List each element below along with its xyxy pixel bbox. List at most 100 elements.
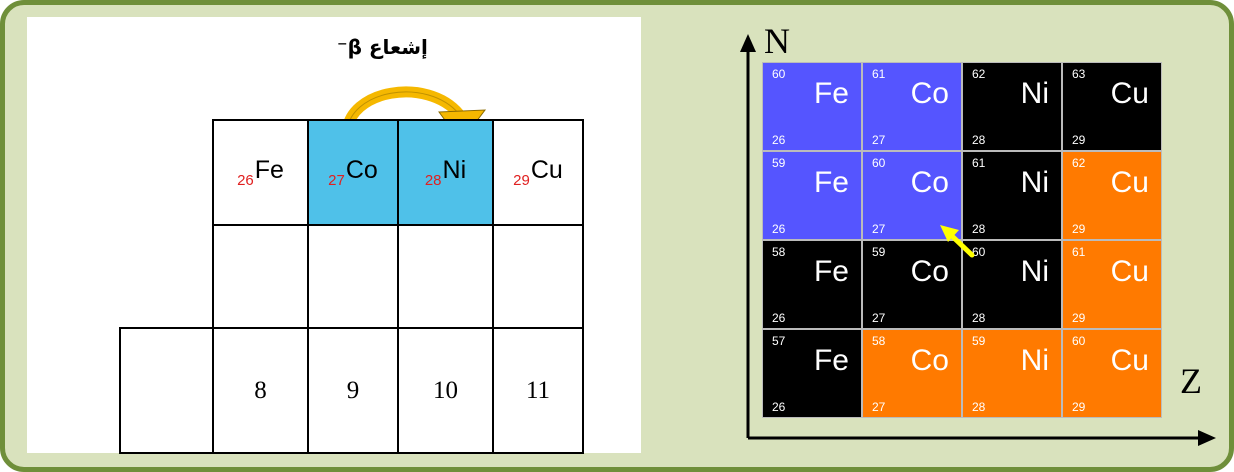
element-symbol: Cu	[1110, 166, 1149, 199]
neutron-number: 8	[254, 376, 267, 404]
element-symbol: Fe	[813, 166, 849, 199]
decay-pointer-arrow-icon	[940, 225, 975, 258]
element-symbol: Fe	[813, 255, 849, 288]
atomic-number: 29	[1072, 133, 1086, 147]
element-symbol: Ni	[1020, 77, 1049, 110]
mass-number: 62	[1072, 156, 1086, 170]
number-cell: 10	[397, 327, 494, 454]
element-cell: 26Fe	[212, 119, 309, 226]
atomic-number: 26	[772, 400, 786, 414]
atomic-number: 29	[513, 172, 530, 189]
element-symbol: Co	[910, 77, 949, 110]
element-symbol: Co	[910, 344, 949, 377]
atomic-number: 26	[237, 172, 254, 189]
mass-number: 62	[972, 67, 986, 81]
mass-number: 63	[1072, 67, 1086, 81]
element-label: 26Fe	[237, 156, 284, 189]
beta-radiation-label: إشعاع β⁻	[337, 35, 428, 59]
number-cell: 8	[212, 327, 309, 454]
neutron-number: 9	[346, 376, 360, 404]
element-symbol: Ni	[1020, 255, 1049, 288]
element-symbol: Cu	[1110, 255, 1149, 288]
element-symbol: Ni	[1020, 344, 1049, 377]
atomic-number: 26	[772, 222, 786, 236]
element-cell: 28Ni	[397, 119, 494, 226]
beta-radiation-text: إشعاع	[368, 35, 428, 59]
atomic-number: 29	[1072, 311, 1086, 325]
empty-cell	[397, 224, 494, 329]
element-symbol: Cu	[1110, 77, 1149, 110]
atomic-number: 29	[1072, 400, 1086, 414]
element-symbol: Fe	[813, 77, 849, 110]
mass-number: 61	[1072, 245, 1086, 259]
number-cell: 11	[492, 327, 584, 454]
element-symbol: Co	[910, 255, 949, 288]
atomic-number: 27	[328, 172, 345, 189]
mass-number: 57	[772, 334, 786, 348]
element-label: 27Co	[328, 156, 378, 189]
element-cell: 27Co	[307, 119, 399, 226]
atomic-number: 27	[872, 400, 886, 414]
mass-number: 61	[872, 67, 886, 81]
mass-number: 58	[772, 245, 786, 259]
element-symbol: Co	[910, 166, 949, 199]
empty-cell	[212, 224, 309, 329]
empty-cell	[119, 327, 214, 454]
element-label: 28Ni	[425, 156, 466, 189]
axis-label-n: N	[764, 21, 790, 61]
element-symbol: Cu	[530, 156, 563, 184]
mass-number: 60	[972, 245, 986, 259]
nz-axes	[740, 34, 1216, 446]
mass-number: 59	[772, 156, 786, 170]
element-symbol: Ni	[1020, 166, 1049, 199]
atomic-number: 28	[972, 311, 986, 325]
mass-number: 60	[1072, 334, 1086, 348]
neutron-number: 11	[525, 376, 551, 404]
atomic-number: 27	[872, 311, 886, 325]
mass-number: 58	[872, 334, 886, 348]
mass-number: 59	[972, 334, 986, 348]
mass-number: 61	[972, 156, 986, 170]
mass-number: 60	[772, 67, 786, 81]
atomic-number: 29	[1072, 222, 1086, 236]
atomic-number: 28	[972, 133, 986, 147]
element-symbol: Fe	[254, 156, 284, 184]
number-cell: 9	[307, 327, 399, 454]
element-symbol: Co	[345, 156, 378, 184]
atomic-number: 28	[972, 400, 986, 414]
element-symbol: Fe	[813, 344, 849, 377]
empty-cell	[492, 224, 584, 329]
neutron-number: 10	[433, 376, 458, 404]
element-label: 29Cu	[513, 156, 563, 189]
mass-number: 59	[872, 245, 886, 259]
atomic-number: 26	[772, 311, 786, 325]
atomic-number: 27	[872, 222, 886, 236]
beta-decay-panel: إشعاع β⁻ 26Fe 27Co 28Ni 29Cu 8 9 10 11	[27, 17, 641, 454]
element-symbol: Cu	[1110, 344, 1149, 377]
empty-cell	[307, 224, 399, 329]
atomic-number: 26	[772, 133, 786, 147]
axis-label-z: Z	[1180, 361, 1202, 401]
beta-minus-symbol: β⁻	[337, 35, 362, 59]
mass-number: 60	[872, 156, 886, 170]
atomic-number: 27	[872, 133, 886, 147]
atomic-number: 28	[972, 222, 986, 236]
